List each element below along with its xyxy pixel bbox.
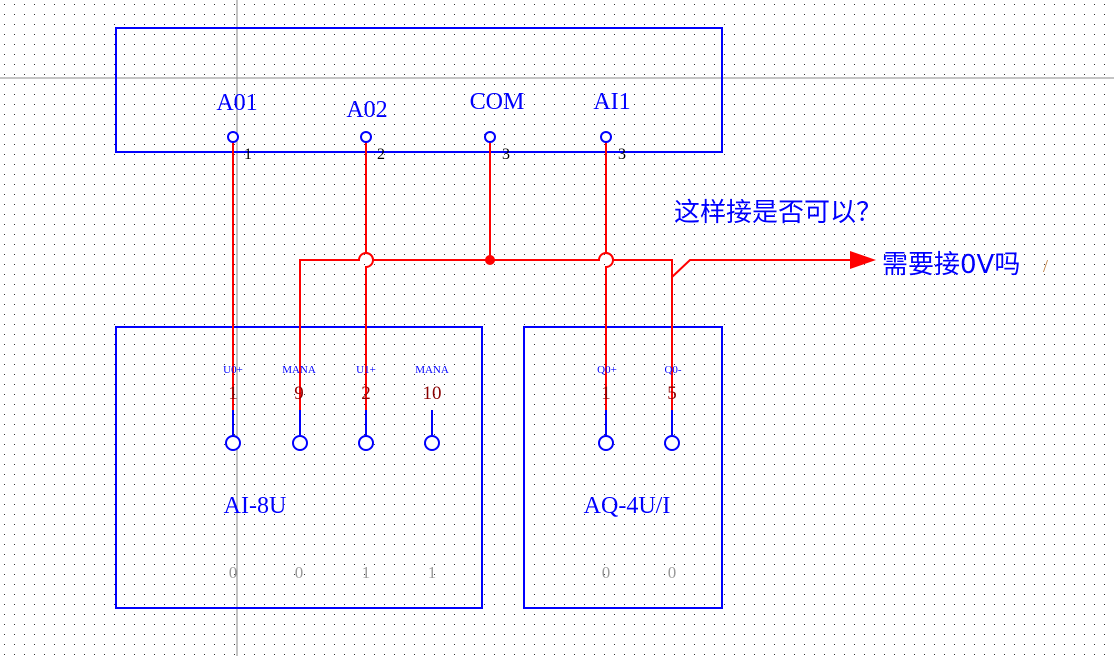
top-pin-circle[interactable] — [227, 131, 239, 143]
top-pin-label: AI1 — [593, 89, 630, 115]
aq-pin-label: Q0- — [664, 364, 681, 376]
arrow-head-icon — [850, 251, 876, 269]
top-pin-number: 3 — [618, 146, 626, 163]
aq-pin-circle[interactable] — [598, 435, 614, 451]
wire-to-0v[interactable] — [671, 259, 852, 278]
ai-pin-state: 1 — [362, 563, 371, 582]
aq-pin-state: 0 — [602, 563, 611, 582]
aq-pin-number: 1 — [601, 383, 611, 404]
top-pin-number: 2 — [377, 146, 385, 163]
ai-pin-state: 0 — [295, 563, 304, 582]
ai-pin-label: MANA — [282, 364, 316, 376]
aq-module-box[interactable] — [523, 326, 723, 609]
top-pin-circle[interactable] — [360, 131, 372, 143]
aq-pin-label: Q0+ — [597, 364, 617, 376]
top-pin-label: A01 — [216, 90, 257, 116]
ai-pin-label: U0+ — [223, 364, 243, 376]
ai-module-name: AI-8U — [224, 493, 287, 519]
ai-pin-number: 10 — [423, 383, 442, 404]
ai-pin-state: 1 — [428, 563, 437, 582]
top-pin-label: A02 — [346, 97, 387, 123]
top-pin-circle[interactable] — [600, 131, 612, 143]
junction-dot — [485, 255, 495, 265]
top-pin-number: 3 — [502, 146, 510, 163]
ai-pin-number: 1 — [228, 383, 238, 404]
ai-pin-circle[interactable] — [225, 435, 241, 451]
ai-pin-label: U1+ — [356, 364, 376, 376]
arrow-note-annotation: 需要接0V吗 — [882, 250, 1020, 280]
question-annotation: 这样接是否可以？ — [674, 198, 882, 228]
ai-pin-circle[interactable] — [424, 435, 440, 451]
aq-pin-state: 0 — [668, 563, 677, 582]
aq-pin-number: 5 — [667, 383, 677, 404]
top-pin-label: COM — [470, 89, 525, 115]
ai-pin-circle[interactable] — [358, 435, 374, 451]
aq-pin-circle[interactable] — [664, 435, 680, 451]
slash-mark: / — [1043, 256, 1048, 276]
ai-pin-state: 0 — [229, 563, 238, 582]
aq-module-name: AQ-4U/I — [584, 493, 671, 519]
top-pin-number: 1 — [244, 146, 252, 163]
top-pin-circle[interactable] — [484, 131, 496, 143]
ai-pin-circle[interactable] — [292, 435, 308, 451]
ai-pin-number: 9 — [294, 383, 304, 404]
ai-pin-label: MANA — [415, 364, 449, 376]
ai-pin-number: 2 — [361, 383, 371, 404]
top-block-box[interactable] — [115, 27, 723, 153]
